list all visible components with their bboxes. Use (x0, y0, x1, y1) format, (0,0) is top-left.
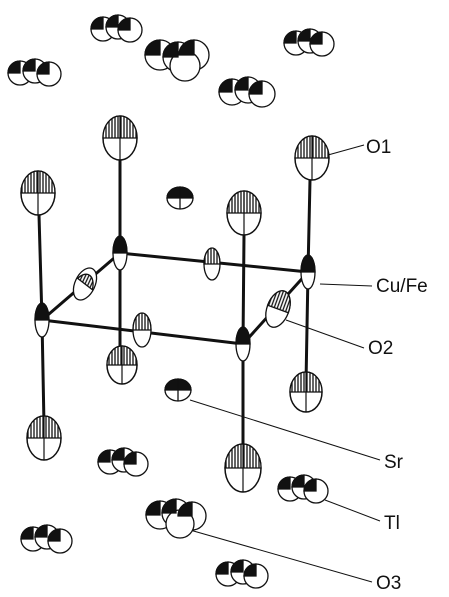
o2-atoms (72, 247, 291, 348)
o2-atom (132, 312, 152, 348)
tl-cluster (97, 447, 149, 477)
o1-atom (289, 371, 323, 413)
label-o3: O3 (376, 573, 402, 594)
o1-atom (224, 443, 262, 493)
label-o2: O2 (368, 338, 394, 359)
tl-cluster (145, 498, 207, 539)
o1-atom (294, 135, 330, 181)
cufe-atom (34, 302, 50, 338)
tl-cluster (283, 28, 335, 57)
tl-cluster (277, 474, 329, 504)
leader-lines (189, 144, 381, 583)
o2-atom (72, 267, 98, 301)
cufe-atom (300, 254, 316, 290)
sr-atoms (164, 186, 194, 402)
o1-atoms (20, 115, 330, 493)
o1-atom (20, 170, 56, 216)
label-o1: O1 (366, 137, 392, 158)
cufe-atom (112, 235, 128, 271)
tl-cluster (20, 524, 73, 554)
sr-atom (166, 186, 194, 210)
o1-atom (102, 115, 138, 161)
tl-cluster (7, 58, 62, 87)
label-sr: Sr (384, 452, 403, 473)
tl-cluster (218, 76, 276, 108)
tl-cluster (90, 14, 143, 43)
o1-atom (106, 345, 138, 385)
label-tl: Tl (384, 513, 400, 534)
tl-cluster (144, 39, 210, 82)
sr-atom (164, 378, 192, 402)
tl-cluster (215, 559, 269, 589)
o1-atom (26, 415, 62, 461)
tl-o3-clusters (7, 14, 335, 589)
label-cu-fe: Cu/Fe (376, 276, 428, 297)
o1-atom (226, 190, 262, 236)
o2-atom (265, 290, 291, 328)
o2-atom (203, 247, 221, 281)
cufe-atoms (34, 235, 316, 362)
cufe-atom (235, 326, 251, 362)
